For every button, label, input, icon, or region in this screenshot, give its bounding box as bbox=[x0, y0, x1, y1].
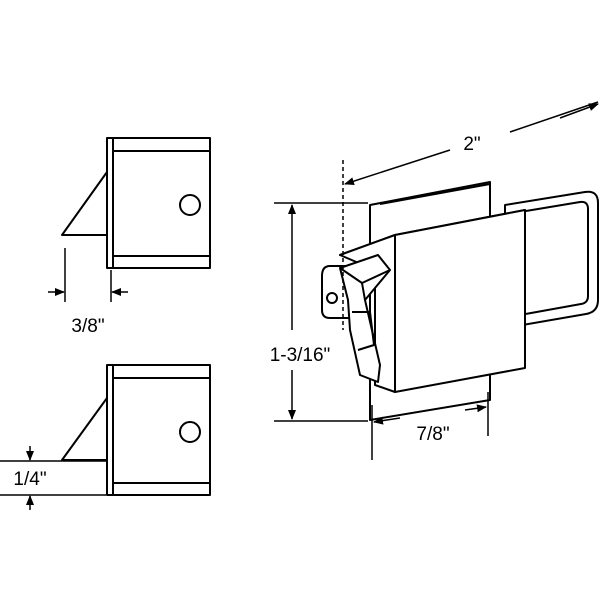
dimension-base-width: 7/8" bbox=[371, 392, 489, 460]
screw-hole-icon bbox=[179, 194, 201, 216]
dimension-strike-offset: 1/4" bbox=[0, 446, 106, 510]
base-width-label: 7/8" bbox=[416, 424, 449, 445]
height-label: 1-3/16" bbox=[270, 345, 331, 366]
strike-top bbox=[61, 137, 211, 269]
screw-hole-icon bbox=[179, 421, 201, 443]
mounting-hole-icon bbox=[326, 292, 338, 304]
strike-bottom bbox=[61, 364, 211, 496]
dimension-overall-length: 2" bbox=[342, 101, 599, 330]
overall-length-label: 2" bbox=[463, 134, 480, 155]
strike-offset-label: 1/4" bbox=[13, 469, 46, 490]
strike-depth-label: 3/8" bbox=[71, 316, 104, 337]
dimension-height: 1-3/16" bbox=[255, 202, 368, 422]
dimension-strike-depth: 3/8" bbox=[48, 248, 128, 337]
latch-body bbox=[321, 181, 599, 421]
